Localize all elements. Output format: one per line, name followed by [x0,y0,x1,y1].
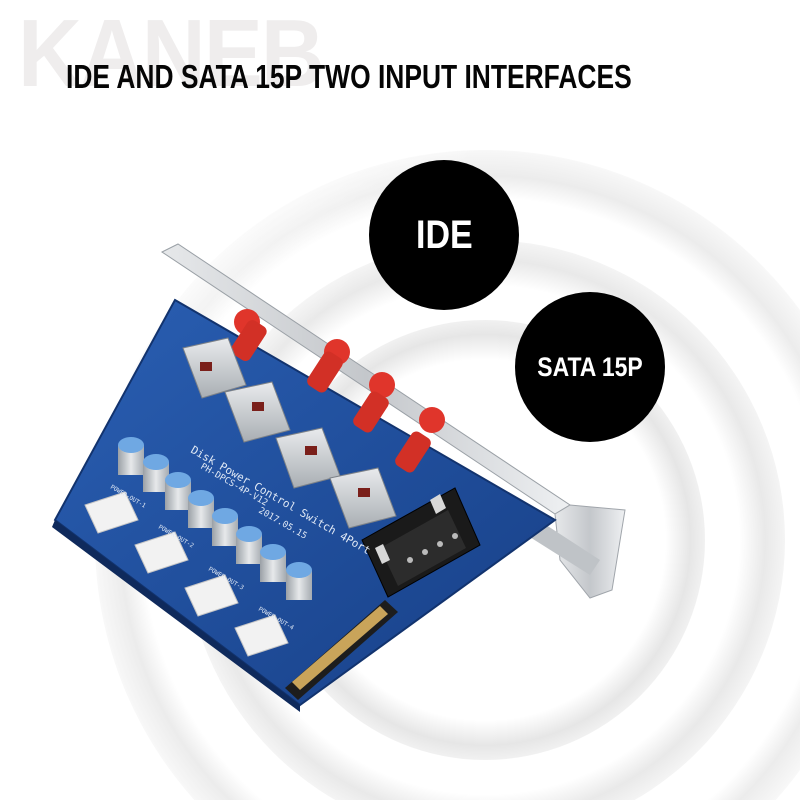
sata-badge: SATA 15P [515,292,665,442]
sata-badge-label: SATA 15P [537,351,643,382]
switch-1 [182,309,267,399]
switch-3 [275,372,395,489]
watermark: KANEB [18,0,325,107]
sata-15p-connector [285,600,398,700]
power-out-connectors [84,491,289,657]
ide-badge: IDE [369,160,519,310]
ide-badge-label: IDE [415,212,473,257]
switch-4 [329,407,445,529]
page-title: IDE AND SATA 15P TWO INPUT INTERFACES [66,58,632,95]
capacitors [118,437,312,600]
switch-2 [224,339,350,443]
ide-molex-connector [361,487,481,598]
